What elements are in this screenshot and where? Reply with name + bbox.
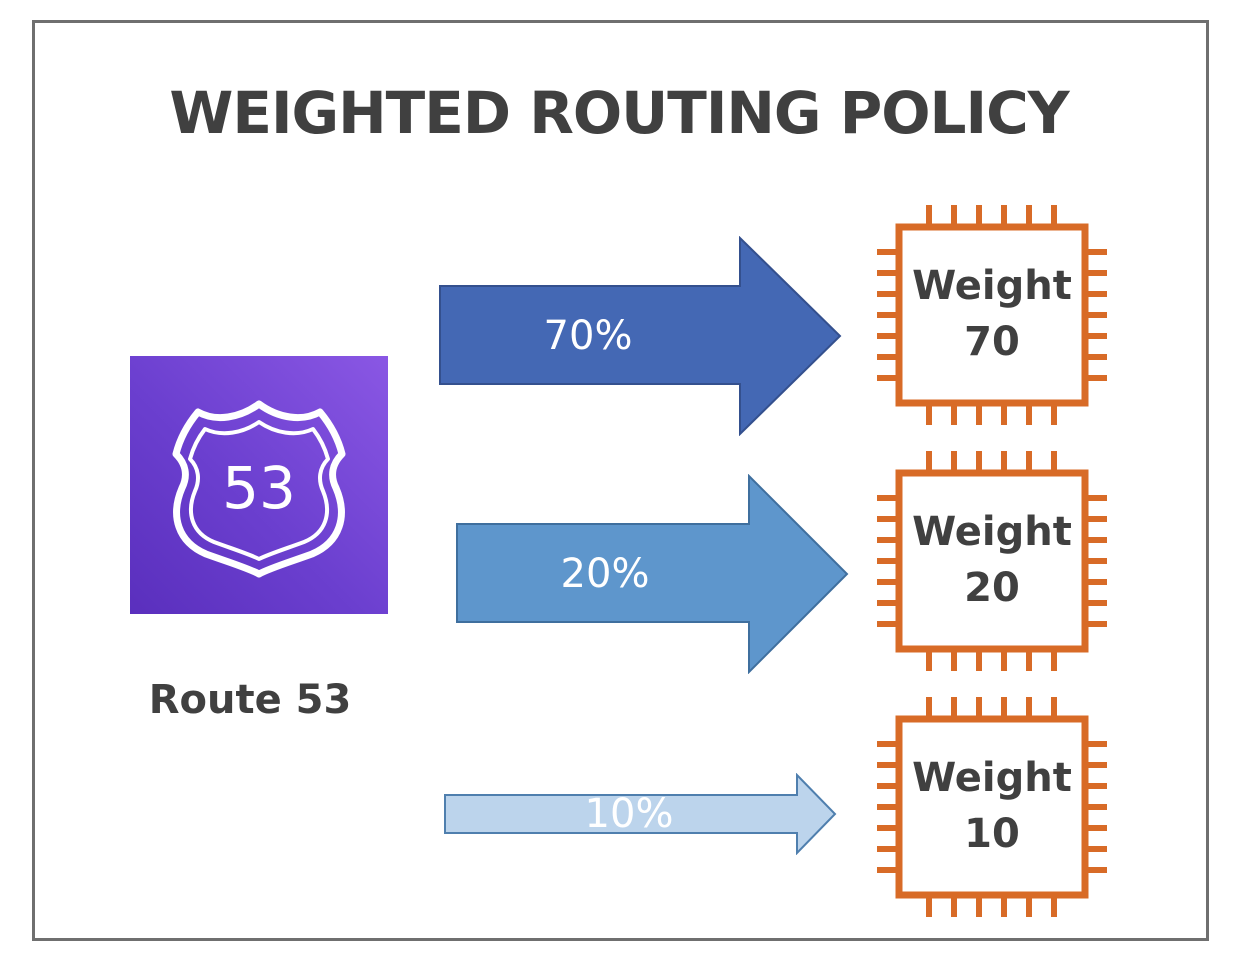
instance-title: Weight <box>912 509 1072 555</box>
instance-weight-value: 20 <box>964 565 1020 611</box>
chip-body <box>895 715 1089 899</box>
page-title: WEIGHTED ROUTING POLICY <box>169 79 1069 147</box>
arrow-10-percent: 10% <box>443 773 839 855</box>
route53-label: Route 53 <box>148 677 352 723</box>
arrow-shape <box>456 474 849 674</box>
arrow-shape <box>444 773 837 855</box>
arrow-label: 20% <box>560 551 650 597</box>
ec2-instance-icon <box>877 697 1107 917</box>
instance-weight-value: 10 <box>964 811 1020 857</box>
arrow-label: 70% <box>543 313 633 359</box>
arrow-shape <box>439 236 842 436</box>
chip-body <box>895 469 1089 653</box>
instance-weight-70: Weight 70 <box>872 200 1112 430</box>
arrow-70-percent: 70% <box>438 236 844 436</box>
instance-weight-20: Weight 20 <box>872 446 1112 676</box>
route53-badge-number: 53 <box>222 454 296 522</box>
instance-weight-10: Weight 10 <box>872 692 1112 922</box>
instance-title: Weight <box>912 755 1072 801</box>
arrow-20-percent: 20% <box>455 474 851 674</box>
route53-shield-icon: 53 <box>172 400 346 578</box>
ec2-instance-icon <box>877 205 1107 425</box>
arrow-label: 10% <box>584 791 674 837</box>
ec2-instance-icon <box>877 451 1107 671</box>
instance-weight-value: 70 <box>964 319 1020 365</box>
route53-icon: 53 <box>130 356 388 614</box>
chip-body <box>895 223 1089 407</box>
instance-title: Weight <box>912 263 1072 309</box>
